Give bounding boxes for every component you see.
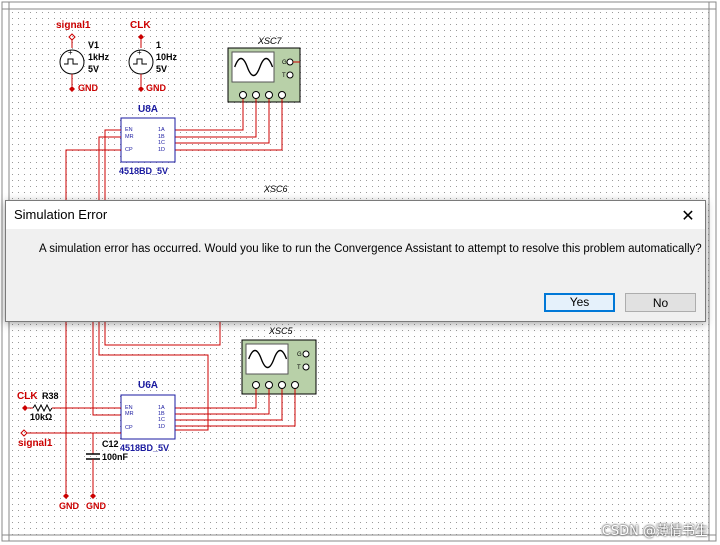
svg-text:+: + (68, 48, 73, 57)
svg-text:EN: EN (125, 405, 133, 411)
dialog-message: A simulation error has occurred. Would y… (39, 243, 702, 255)
gnd-label-1: GND (59, 501, 80, 511)
r38-value: 10kΩ (30, 412, 52, 422)
svg-text:1B: 1B (158, 411, 165, 417)
xsc7-label: XSC7 (257, 36, 283, 46)
close-icon[interactable]: ✕ (681, 205, 695, 225)
v1-gnd: GND (78, 83, 99, 93)
v1-source[interactable]: signal1 + V1 1kHz 5V GND (56, 20, 110, 93)
u8a-part: 4518BD_5V (119, 166, 168, 176)
no-button[interactable]: No (625, 293, 696, 312)
wires-u8a-xsc7 (175, 61, 300, 151)
oscilloscope-xsc7[interactable]: XSC7 G T (227, 36, 301, 103)
svg-text:CP: CP (125, 425, 133, 431)
counter-u8a[interactable]: U8A EN MR CP 1A 1B 1C 1D 4518BD_5V (119, 104, 176, 176)
svg-text:1D: 1D (158, 424, 165, 430)
svg-text:MR: MR (125, 411, 134, 417)
svg-text:1A: 1A (158, 405, 165, 411)
svg-text:+: + (137, 48, 142, 57)
svg-text:1C: 1C (158, 417, 165, 423)
u6a-part: 4518BD_5V (120, 443, 169, 453)
v1-net-label: signal1 (56, 20, 91, 31)
svg-text:1C: 1C (158, 140, 165, 146)
c12-value: 100nF (102, 452, 129, 462)
svg-text:CP: CP (125, 147, 133, 153)
xsc6-label: XSC6 (263, 184, 288, 194)
svg-text:G: G (297, 352, 302, 358)
svg-text:T: T (297, 365, 301, 371)
v1-name: V1 (88, 40, 99, 50)
svg-text:EN: EN (125, 127, 133, 133)
wires-u8a-inputs (65, 129, 121, 200)
yes-button[interactable]: Yes (544, 293, 615, 312)
dialog-titlebar[interactable]: Simulation Error ✕ (6, 201, 705, 229)
clk-net-label: CLK (130, 20, 151, 31)
svg-text:1B: 1B (158, 134, 165, 140)
svg-text:1A: 1A (158, 127, 165, 133)
oscilloscope-xsc5[interactable]: XSC5 G T (241, 326, 317, 395)
v1-freq: 1kHz (88, 52, 110, 62)
wires-middle (65, 320, 221, 493)
r38-ref: R38 (42, 391, 59, 401)
clk-source[interactable]: CLK + 1 10Hz 5V GND (128, 20, 178, 93)
u8a-ref: U8A (138, 104, 158, 115)
svg-text:1D: 1D (158, 147, 165, 153)
v1-amp: 5V (88, 64, 99, 74)
dialog-title: Simulation Error (14, 207, 108, 222)
clk-name: 1 (156, 40, 161, 50)
counter-u6a[interactable]: U6A EN MR CP 1A 1B 1C 1D 4518BD_5V (120, 380, 176, 453)
svg-text:MR: MR (125, 134, 134, 140)
xsc5-label: XSC5 (268, 326, 294, 336)
wires-u6a-xsc5 (175, 389, 296, 427)
clk-gnd: GND (146, 83, 167, 93)
bottom-clk-label: CLK (17, 391, 38, 402)
simulation-error-dialog[interactable]: Simulation Error ✕ A simulation error ha… (5, 200, 706, 322)
svg-text:G: G (282, 60, 287, 66)
bottom-signal-label: signal1 (18, 438, 53, 449)
gnd-label-2: GND (86, 501, 107, 511)
clk-freq: 10Hz (156, 52, 178, 62)
watermark: CSDN @薄情书生 (601, 524, 708, 539)
svg-text:T: T (282, 73, 286, 79)
u6a-ref: U6A (138, 380, 158, 391)
c12-ref: C12 (102, 439, 119, 449)
bottom-input-network[interactable]: CLK R38 10kΩ signal1 C12 100nF GND GND (17, 391, 129, 511)
clk-amp: 5V (156, 64, 167, 74)
